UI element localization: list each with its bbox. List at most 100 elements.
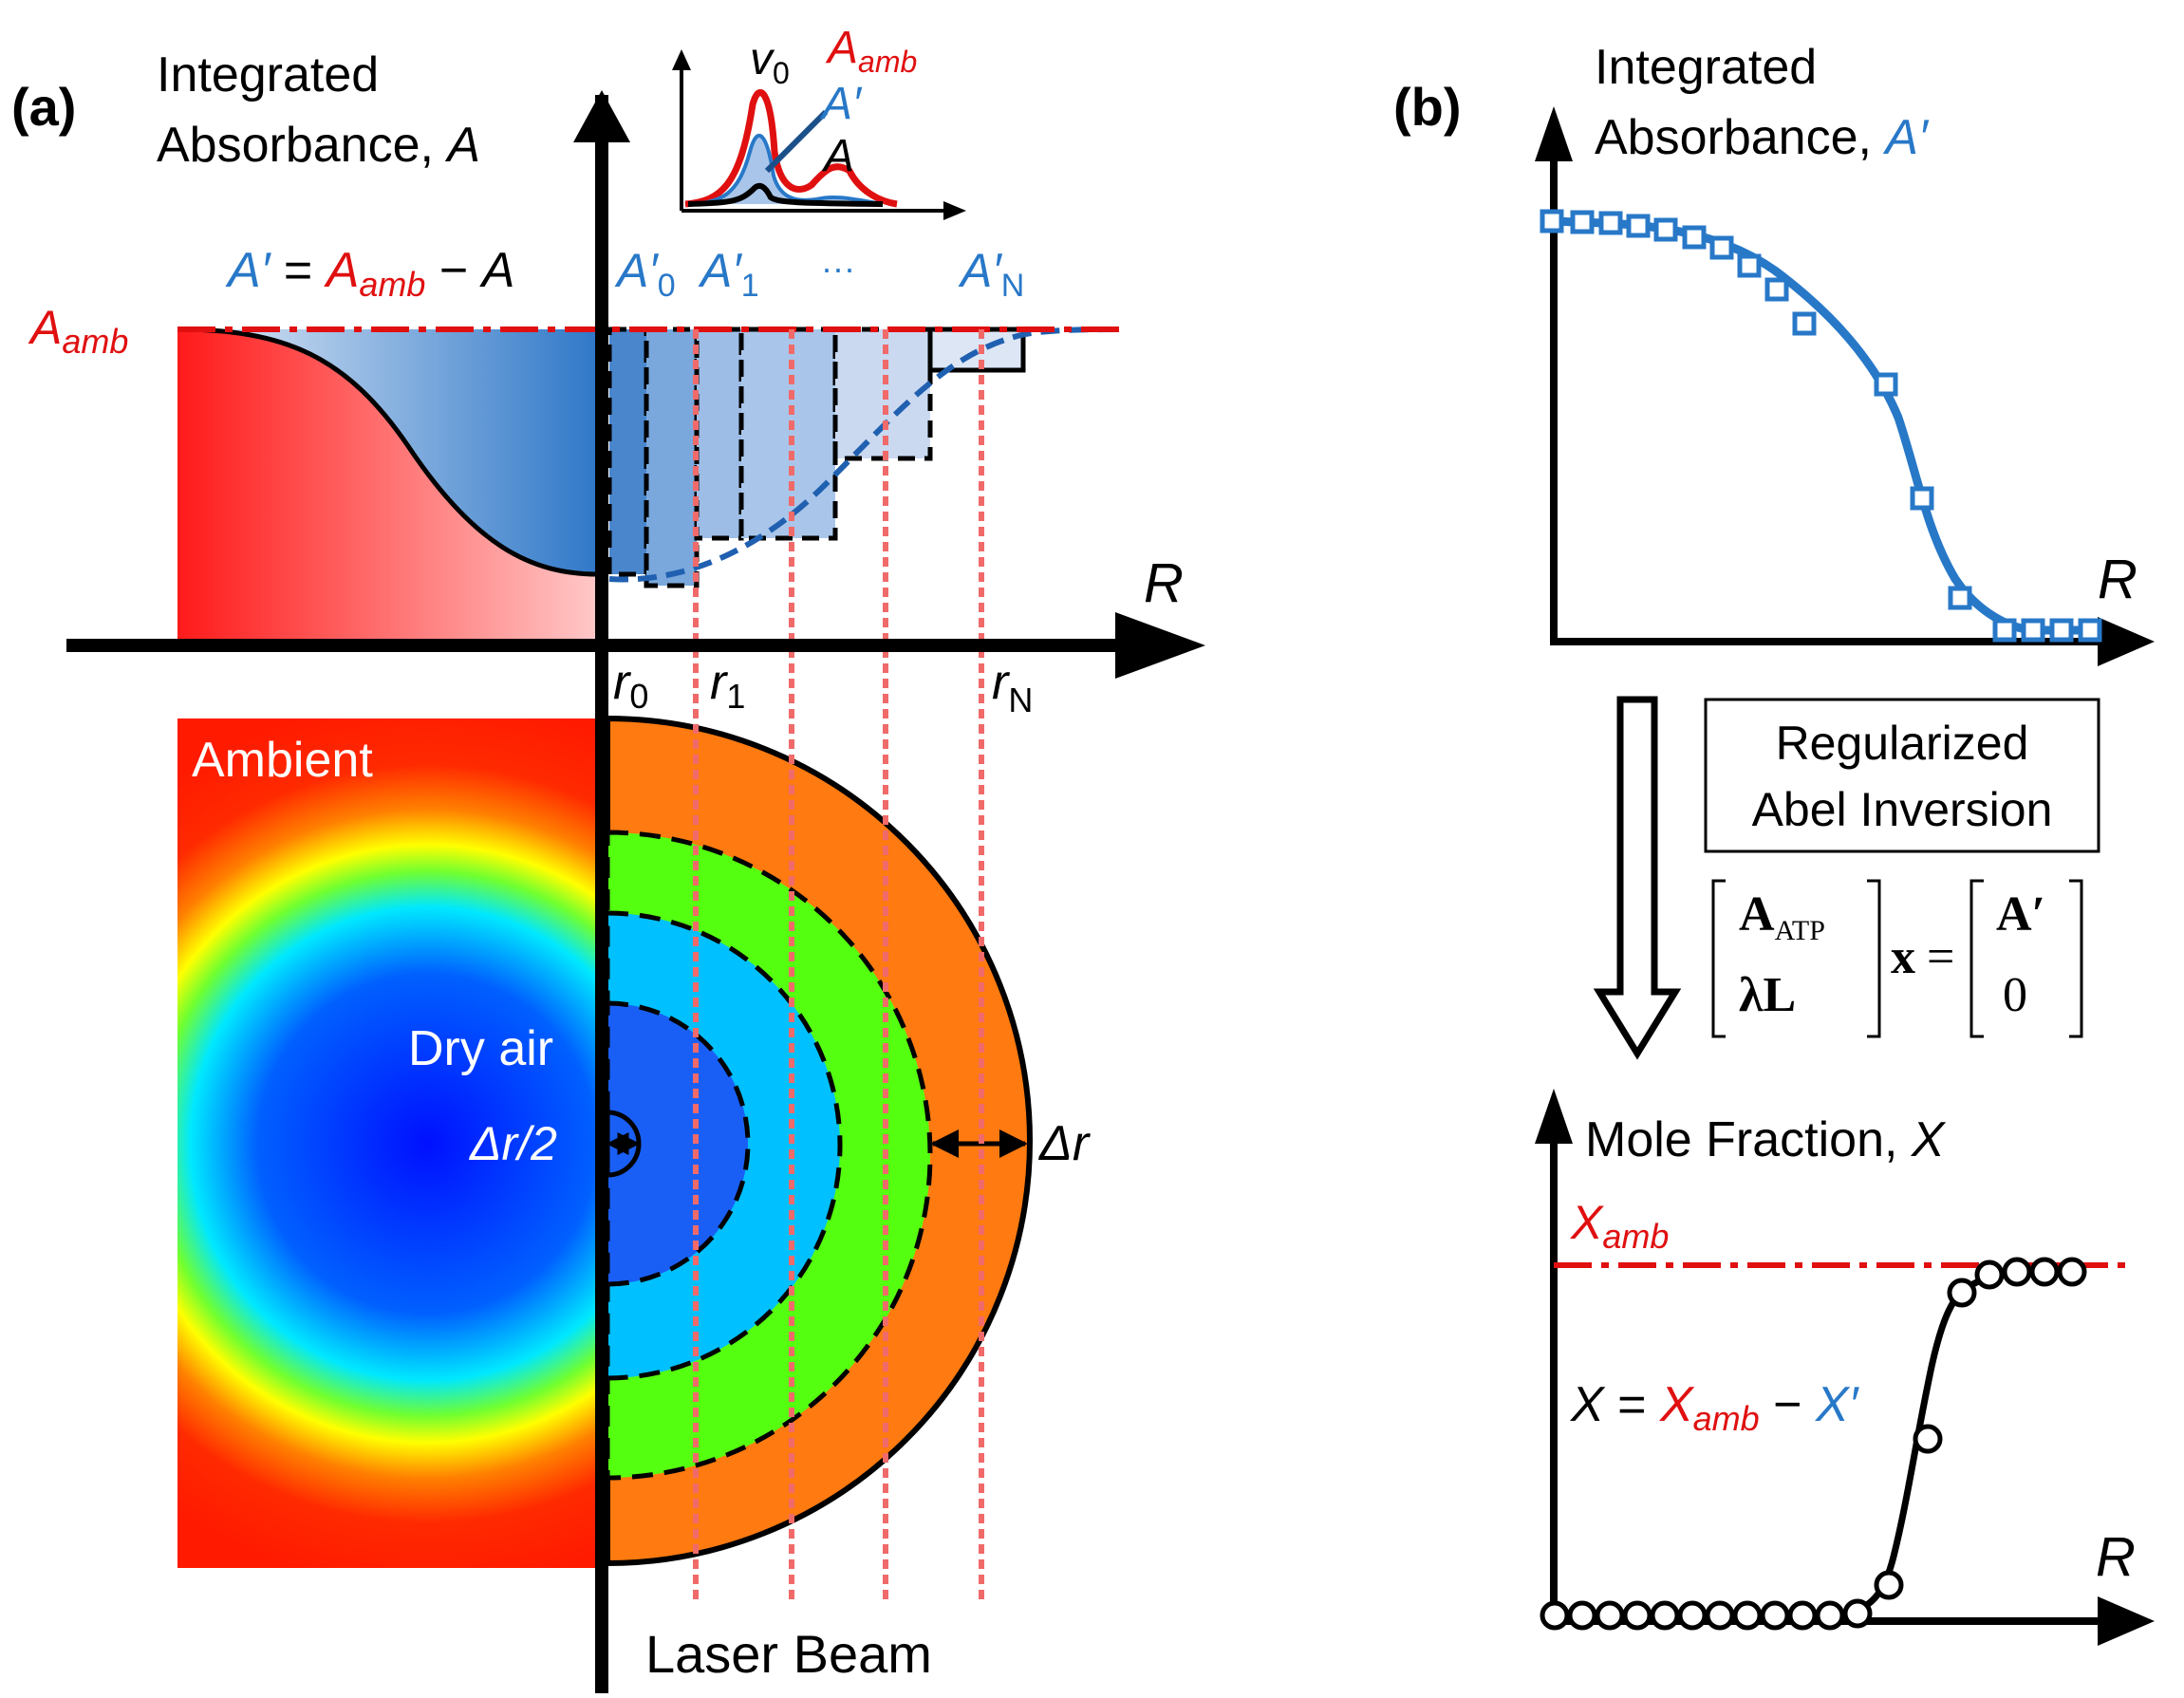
- abel-box-line1: Regularized: [1776, 717, 2029, 770]
- a-prime-marker: [1910, 486, 1934, 511]
- panel-a-x-label: R: [1144, 552, 1184, 614]
- x-marker: [1815, 1600, 1845, 1631]
- r1-label: r1: [710, 655, 745, 716]
- a-prime-markers: [1540, 209, 2102, 643]
- inset-pointer: [764, 109, 829, 174]
- a-prime-marker: [2021, 618, 2045, 643]
- dr-label: Δr: [1037, 1116, 1092, 1171]
- a-prime-marker: [1992, 618, 2017, 643]
- inset-spectrum: v0 Aamb A′ A: [672, 23, 966, 220]
- x-marker: [1947, 1278, 1977, 1308]
- matrix-bracket-l1: [1711, 879, 1726, 1038]
- a-prime-marker: [1874, 372, 1898, 397]
- x-marker: [1567, 1600, 1597, 1631]
- x-marker: [1874, 1570, 1904, 1600]
- inversion-arrow: [1593, 696, 1682, 1060]
- bar-a0: [607, 327, 649, 577]
- x-marker: [1677, 1600, 1708, 1631]
- a-prime-marker: [1540, 209, 1564, 233]
- abel-inversion-box: [1704, 698, 2100, 853]
- x-marker: [1732, 1600, 1763, 1631]
- panel-a-label: (a): [11, 77, 76, 137]
- laser-beam-label: Laser Beam: [645, 1624, 932, 1684]
- a-prime-n-label: A′N: [958, 244, 1024, 304]
- panel-b-top-y-arrowhead: [1535, 106, 1573, 161]
- x-marker: [2057, 1257, 2087, 1287]
- panel-a-x-arrowhead: [1115, 612, 1205, 679]
- dry-air-label: Dry air: [408, 1021, 553, 1076]
- x-marker: [2029, 1257, 2060, 1287]
- a-prime-marker: [1948, 586, 1972, 610]
- x-marker: [1622, 1600, 1652, 1631]
- panel-b-y-label-line1: Integrated: [1595, 40, 1817, 95]
- half-dr-label: Δr/2: [469, 1117, 557, 1170]
- matrix-lambda-l: λL: [1739, 968, 1796, 1022]
- absorbance-curve: [177, 327, 599, 577]
- r0-label: r0: [613, 655, 648, 716]
- x-marker: [1842, 1598, 1873, 1629]
- panel-b-top-x-arrowhead: [2098, 617, 2155, 666]
- x-fit-curve: [1553, 1268, 2079, 1619]
- inset-a-prime-curve: [687, 133, 884, 206]
- panel-b-bottom-y-arrowhead: [1535, 1089, 1573, 1144]
- a-prime-marker: [1570, 210, 1595, 234]
- matrix-bracket-r2: [2069, 879, 2083, 1038]
- x-marker: [1705, 1600, 1735, 1631]
- a-amb-label: Aamb: [28, 301, 128, 361]
- a-prime-dots: ···: [821, 249, 855, 288]
- a-prime-equation: A′ = Aamb − A: [225, 243, 514, 304]
- panel-b-y-label-line2: Absorbance, A′: [1595, 110, 1930, 165]
- matrix-zero: 0: [2003, 968, 2027, 1022]
- panel-a-y-label-line1: Integrated: [157, 47, 379, 103]
- x-marker: [1595, 1600, 1625, 1631]
- panel-b-bottom-x-label: R: [2096, 1526, 2136, 1588]
- matrix-bracket-l2: [1969, 879, 1984, 1038]
- a-prime-marker: [1626, 214, 1651, 238]
- inset-a-prime-label: A′: [819, 79, 863, 129]
- x-marker: [1913, 1424, 1943, 1454]
- bar-a3: [738, 327, 838, 541]
- a-prime-0-label: A′0: [614, 244, 676, 304]
- a-prime-1-label: A′1: [698, 244, 759, 304]
- x-marker: [1540, 1600, 1570, 1631]
- matrix-equation: AATP λL x = A′ 0: [1711, 879, 2083, 1038]
- a-prime-fit-curve: [1551, 216, 2088, 635]
- a-prime-marker: [1709, 235, 1734, 260]
- inset-x-arrowhead: [943, 201, 966, 220]
- x-marker: [1760, 1600, 1790, 1631]
- inset-y-arrowhead: [672, 49, 691, 70]
- matrix-bracket-r1: [1867, 879, 1881, 1038]
- inset-a-amb-label: Aamb: [825, 23, 917, 79]
- matrix-a-prime: A′: [1996, 887, 2045, 942]
- bar-a1: [644, 327, 700, 588]
- matrix-a-atp: AATP: [1739, 887, 1825, 946]
- abel-box-line2: Abel Inversion: [1752, 783, 2053, 836]
- ambient-label: Ambient: [192, 733, 373, 788]
- a-prime-dashed-curve: [608, 327, 1121, 583]
- panel-a-y-label-line2: Absorbance, A: [157, 118, 480, 173]
- a-prime-marker: [2049, 618, 2074, 643]
- inset-nu0-label: v0: [750, 34, 790, 90]
- x-markers: [1540, 1257, 2087, 1631]
- panel-a-y-arrowhead: [573, 90, 630, 142]
- mole-fraction-label: Mole Fraction, X: [1585, 1112, 1947, 1167]
- panel-b-bottom-x-arrowhead: [2098, 1596, 2155, 1646]
- inset-a-curve: [687, 182, 884, 207]
- x-marker: [1787, 1600, 1818, 1631]
- a-prime-marker: [1653, 217, 1678, 242]
- ambient-absorbance-fill: [177, 329, 598, 645]
- x-amb-label: Xamb: [1570, 1196, 1669, 1256]
- x-equation: X = Xamb − X′: [1570, 1377, 1860, 1438]
- x-marker: [2002, 1257, 2032, 1287]
- a-prime-bars: [607, 327, 1026, 588]
- matrix-equals: =: [1927, 930, 1954, 984]
- a-prime-marker: [1792, 311, 1817, 336]
- a-prime-marker: [1598, 211, 1623, 235]
- a-prime-marker: [2078, 618, 2102, 643]
- panel-b-label: (b): [1393, 77, 1462, 137]
- a-prime-marker: [1764, 277, 1789, 302]
- inset-a-label: A: [821, 131, 854, 181]
- a-prime-marker: [1682, 225, 1707, 250]
